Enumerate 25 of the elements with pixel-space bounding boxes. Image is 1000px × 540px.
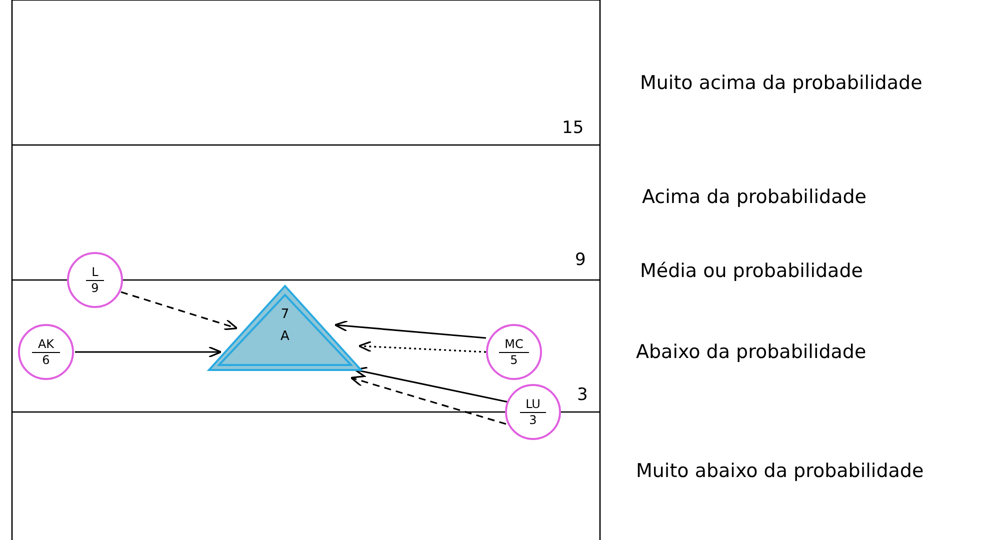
triangle-node [205, 283, 365, 373]
arrow [354, 366, 508, 403]
arrow [75, 346, 222, 358]
node-label: 7 [280, 307, 290, 322]
node-label: AK [32, 336, 60, 352]
node-label: 3 [529, 412, 537, 428]
node-label: 6 [42, 352, 50, 368]
node-label: 5 [510, 352, 518, 368]
band-label: Acima da probabilidade [642, 186, 866, 208]
node-label: 9 [91, 280, 99, 296]
node-label: LU [520, 396, 546, 412]
arrow [334, 320, 486, 339]
node-label: MC [498, 336, 530, 352]
band-threshold-value: 3 [577, 385, 588, 405]
arrow [350, 376, 506, 425]
node-label: L [86, 264, 104, 280]
arrow [358, 340, 486, 353]
band-threshold-value: 9 [575, 250, 586, 270]
band-threshold-value: 15 [562, 118, 584, 138]
arrow [120, 291, 238, 330]
band-label: Muito abaixo da probabilidade [636, 460, 924, 482]
band-label: Abaixo da probabilidade [636, 341, 866, 363]
band-label: Muito acima da probabilidade [640, 72, 922, 94]
node-label: A [280, 329, 290, 344]
band-label: Média ou probabilidade [640, 260, 863, 282]
